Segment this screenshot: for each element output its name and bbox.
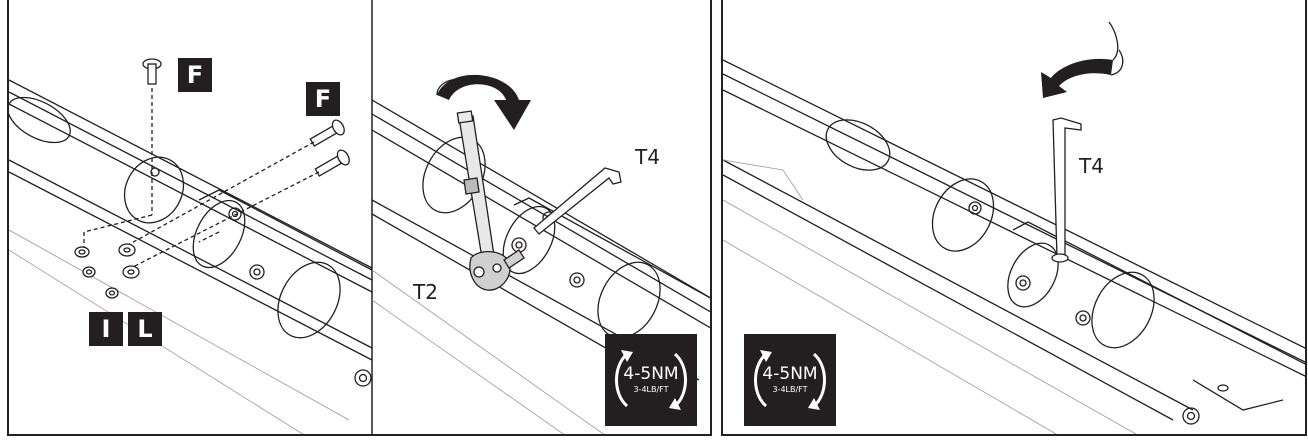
hex-key <box>1051 117 1082 263</box>
rail-assembly-drawing <box>9 0 710 434</box>
rotate-clockwise-arrow <box>436 74 531 130</box>
torque-arrows-icon <box>615 350 687 410</box>
label-t4: T4 <box>1079 154 1104 178</box>
torque-badge: 4-5NM 3-4LB/FT <box>605 334 697 426</box>
badge-bolt-side: F <box>306 82 340 116</box>
torque-arrows-icon <box>754 350 826 410</box>
badge-bolt-top: F <box>178 58 212 92</box>
torque-value: 4-5NM <box>762 364 818 384</box>
rotate-counterclockwise-arrow <box>1041 21 1124 98</box>
badge-washer: I <box>89 312 123 346</box>
label-t4: T4 <box>635 145 660 169</box>
label-t2: T2 <box>413 280 438 304</box>
inset-rail <box>9 79 373 434</box>
hex-key <box>533 167 622 235</box>
rail <box>723 59 1305 434</box>
rail-lock-drawing <box>723 21 1305 434</box>
step-panel-fasten: F F I L T2 T4 4-5NM 3-4LB/FT <box>7 0 712 436</box>
exploded-hardware <box>74 58 350 299</box>
torque-badge: 4-5NM 3-4LB/FT <box>744 334 836 426</box>
ratchet-wrench <box>456 110 525 291</box>
torque-alt: 3-4LB/FT <box>772 385 808 394</box>
torque-value: 4-5NM <box>623 364 679 384</box>
step-panel-lock: T4 4-5NM 3-4LB/FT <box>721 0 1307 436</box>
badge-nut: L <box>128 312 162 346</box>
torque-alt: 3-4LB/FT <box>633 385 669 394</box>
